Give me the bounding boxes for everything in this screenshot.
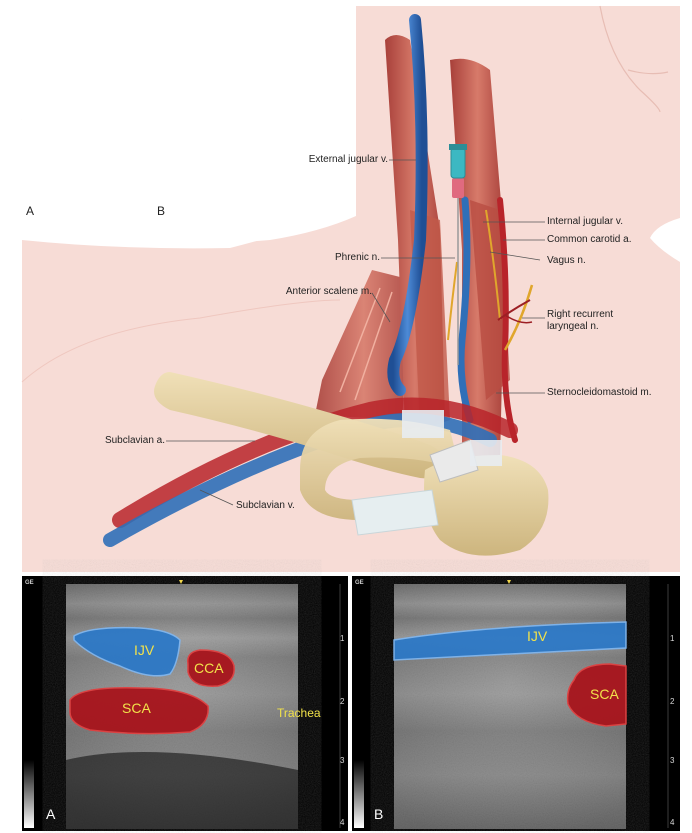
label-anterior-scalene: Anterior scalene m. bbox=[285, 286, 372, 297]
label-subclavian-vein: Subclavian v. bbox=[236, 500, 295, 511]
us-a-sca-label: SCA bbox=[122, 700, 151, 716]
us-a-tick-4: 4 bbox=[340, 818, 345, 827]
us-b-ijv-label: IJV bbox=[527, 628, 548, 644]
us-b-tick-4: 4 bbox=[670, 818, 675, 827]
ultrasound-panel-a bbox=[22, 576, 348, 831]
ultrasound-panel-b bbox=[352, 576, 680, 831]
us-a-cca-label: CCA bbox=[194, 660, 224, 676]
label-phrenic: Phrenic n. bbox=[334, 252, 380, 263]
label-recurrent-laryngeal-1: Right recurrent bbox=[547, 309, 614, 320]
us-b-letter: B bbox=[374, 806, 384, 822]
us-a-ijv-label: IJV bbox=[134, 642, 155, 658]
us-b-sca-label: SCA bbox=[590, 686, 619, 702]
inset-a-letter: A bbox=[26, 204, 35, 218]
label-sternocleidomastoid: Sternocleidomastoid m. bbox=[547, 387, 652, 398]
us-b-tick-1: 1 bbox=[670, 634, 675, 643]
us-b-tick-3: 3 bbox=[670, 756, 675, 765]
main-neck-illustration bbox=[21, 5, 680, 572]
leader-lines bbox=[166, 159, 545, 506]
us-a-tick-2: 2 bbox=[340, 697, 345, 706]
us-a-tick-1: 1 bbox=[340, 634, 345, 643]
us-a-sca-outline bbox=[69, 687, 209, 735]
us-a-cca-outline bbox=[187, 649, 235, 687]
label-internal-jugular: Internal jugular v. bbox=[547, 216, 623, 227]
inset-b-letter: B bbox=[157, 204, 166, 218]
us-b-logo: GE bbox=[355, 580, 364, 586]
label-external-jugular: External jugular v. bbox=[308, 154, 388, 165]
us-a-tick-3: 3 bbox=[340, 756, 345, 765]
us-a-logo: GE bbox=[25, 580, 34, 586]
label-recurrent-laryngeal-2: laryngeal n. bbox=[547, 321, 599, 332]
us-b-ijv-outline bbox=[393, 621, 627, 661]
us-b-sca-outline bbox=[566, 663, 627, 727]
label-subclavian-artery: Subclavian a. bbox=[104, 435, 165, 446]
us-a-trachea-label: Trachea bbox=[277, 706, 321, 720]
us-a-ijv-outline bbox=[73, 626, 181, 677]
label-common-carotid: Common carotid a. bbox=[547, 234, 632, 245]
label-vagus: Vagus n. bbox=[547, 255, 586, 266]
us-b-tick-2: 2 bbox=[670, 697, 675, 706]
us-a-letter: A bbox=[46, 806, 56, 822]
